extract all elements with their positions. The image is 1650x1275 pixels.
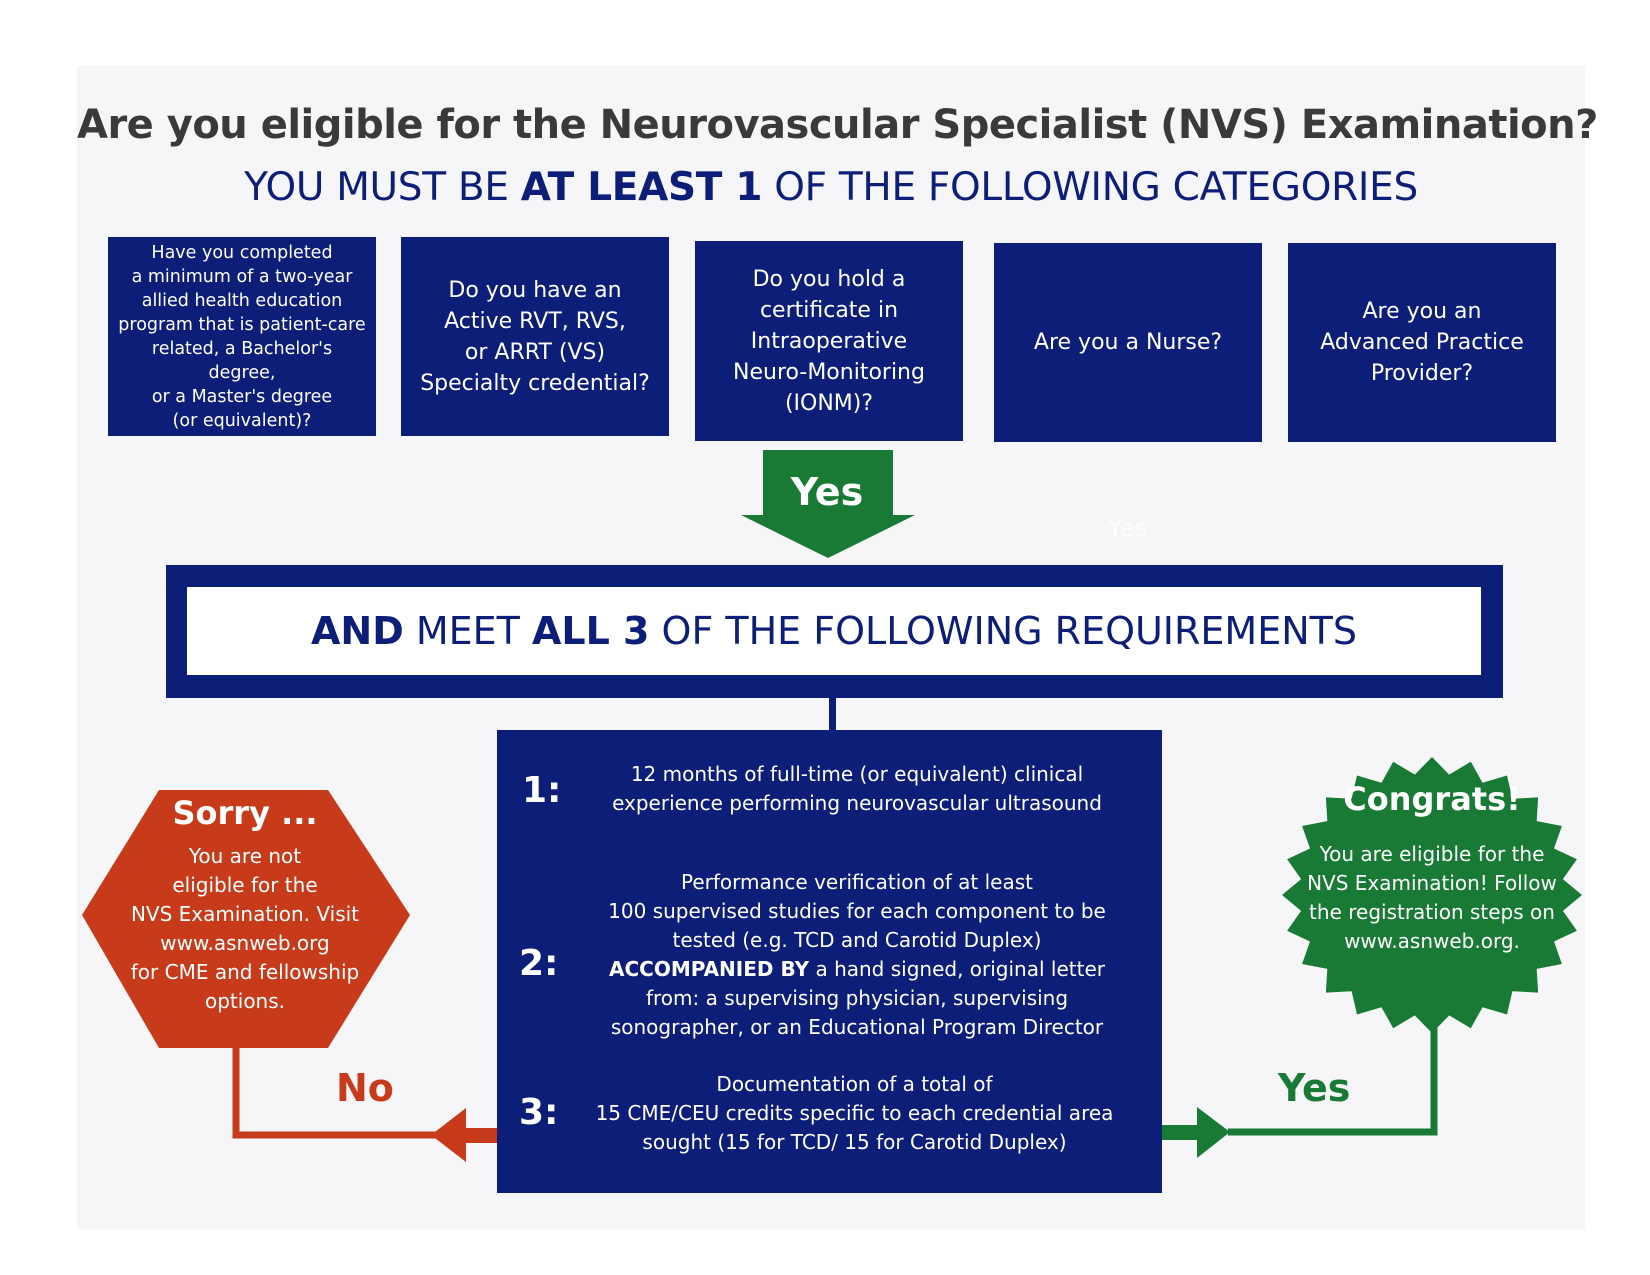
category-box-ionm: Do you hold a certificate in Intraoperat… <box>695 241 963 441</box>
requirement-3-text: Documentation of a total of 15 CME/CEU c… <box>595 1072 1114 1154</box>
page-title: Are you eligible for the Neurovascular S… <box>77 102 1598 148</box>
category-box-education: Have you completed a minimum of a two-ye… <box>108 237 376 436</box>
requirement-1-number: 1: <box>522 770 562 811</box>
banner-meet: MEET <box>403 609 532 653</box>
category-text: Do you hold a certificate in Intraoperat… <box>733 266 925 416</box>
yes-down-label: Yes <box>790 470 864 514</box>
no-arrow-tail <box>465 1128 498 1143</box>
requirement-2-bold: ACCOMPANIED BY <box>609 957 810 981</box>
category-box-nurse: Are you a Nurse? <box>994 243 1262 442</box>
requirements-banner: AND MEET ALL 3 OF THE FOLLOWING REQUIREM… <box>187 587 1481 675</box>
category-text: Are you an Advanced Practice Provider? <box>1320 299 1524 386</box>
requirement-2-text-a: Performance verification of at least 100… <box>608 870 1106 952</box>
banner-rest: OF THE FOLLOWING REQUIREMENTS <box>649 609 1357 653</box>
yes-down-arrow <box>741 450 915 558</box>
subtitle-pre: YOU MUST BE <box>244 165 521 210</box>
requirement-2-text-b: a hand signed, original letter from: a s… <box>610 957 1105 1039</box>
requirement-2-number: 2: <box>519 943 559 984</box>
category-text: Do you have an Active RVT, RVS, or ARRT … <box>420 277 650 396</box>
no-connector-line <box>232 1048 470 1139</box>
requirement-3-number: 3: <box>519 1092 559 1133</box>
categories-subtitle: YOU MUST BE AT LEAST 1 OF THE FOLLOWING … <box>77 165 1585 210</box>
sorry-title: Sorry ... <box>172 794 318 832</box>
yes-connector-line <box>1228 1020 1438 1136</box>
no-label: No <box>336 1066 394 1110</box>
congrats-body: You are eligible for the NVS Examination… <box>1307 842 1557 953</box>
category-box-credential: Do you have an Active RVT, RVS, or ARRT … <box>401 237 669 436</box>
yes-right-label: Yes <box>1278 1066 1351 1110</box>
requirement-1-text: 12 months of full-time (or equivalent) c… <box>612 762 1102 815</box>
sorry-hexagon <box>82 790 410 1048</box>
sorry-body: You are not eligible for the NVS Examina… <box>130 844 360 1013</box>
subtitle-post: OF THE FOLLOWING CATEGORIES <box>762 165 1418 210</box>
yes-arrow-tail <box>1162 1125 1198 1140</box>
yes-arrow-head <box>1197 1107 1230 1158</box>
faint-yes-label: Yes <box>1108 514 1147 542</box>
requirements-box: 1: 12 months of full-time (or equivalent… <box>497 730 1162 1193</box>
requirement-2-text: Performance verification of at least 100… <box>547 868 1167 1042</box>
category-text: Are you a Nurse? <box>1033 330 1223 355</box>
congrats-starburst <box>1282 757 1582 1033</box>
category-text: Have you completed a minimum of a two-ye… <box>118 242 366 431</box>
no-arrow-head <box>431 1108 466 1162</box>
congrats-title: Congrats! <box>1343 780 1521 818</box>
banner-and: AND <box>311 609 404 653</box>
subtitle-emphasis: AT LEAST 1 <box>520 165 763 210</box>
category-box-app: Are you an Advanced Practice Provider? <box>1288 243 1556 442</box>
banner-all3: ALL 3 <box>531 609 650 653</box>
banner-connector <box>829 698 836 731</box>
